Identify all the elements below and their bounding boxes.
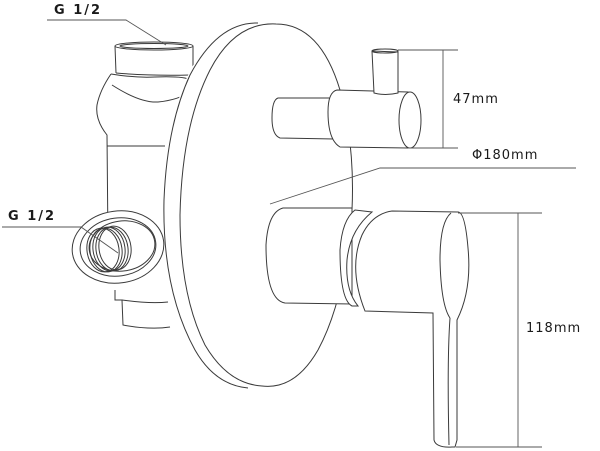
handle-height-label: 118mm (526, 321, 582, 336)
side-inlet (71, 210, 165, 284)
plate-diameter-label: Φ180mm (472, 148, 539, 163)
top-inlet-leader (47, 19, 167, 46)
handle-height-dim (456, 212, 542, 448)
side-inlet-leader (2, 226, 119, 254)
dimension-lines (2, 19, 576, 448)
side-inlet-label: G 1/2 (8, 209, 57, 224)
top-inlet-label: G 1/2 (54, 3, 103, 18)
cover-plate (163, 22, 353, 389)
diverter-height-dim (398, 49, 458, 149)
lever-handle (265, 207, 470, 448)
diverter-height-label: 47mm (453, 92, 499, 107)
plate-diameter-leader (269, 167, 576, 205)
